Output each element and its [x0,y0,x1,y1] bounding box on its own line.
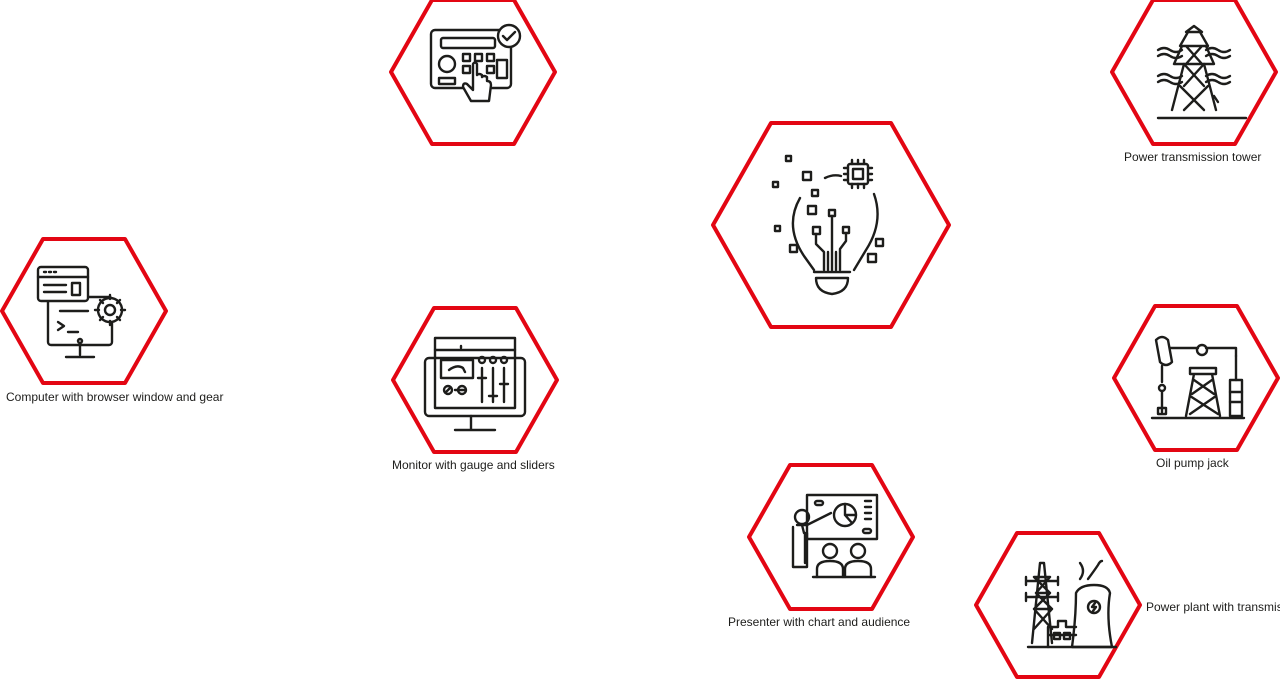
oil-pump-jack-icon [1112,304,1280,452]
hexagon-label-tower: Power transmission tower [1124,150,1262,164]
hexagon-bulb [710,120,952,330]
hexagon-keypad [389,0,557,146]
hexagon-label-computer: Computer with browser window and gear [6,390,224,404]
lightbulb-circuit-chip-icon [711,121,951,329]
hexagon-label-oil-pump: Oil pump jack [1156,456,1229,470]
hexagon-label-presentation: Presenter with chart and audience [728,615,911,629]
hexagon-label-power-plant: Power plant with transmission tower [1146,600,1280,614]
power-transmission-tower-icon [1110,0,1278,146]
keypad-touch-check-icon [389,0,557,146]
hexagon-presentation [747,463,915,611]
hexagon-power-plant [974,531,1142,679]
presentation-audience-icon [747,463,915,611]
control-panel-monitor-icon [391,306,559,454]
hexagon-tower [1110,0,1278,146]
hexagon-oil-pump [1112,304,1280,452]
hexagon-label-control-panel: Monitor with gauge and sliders [392,458,555,472]
hexagon-control-panel [391,306,559,454]
power-plant-tower-icon [974,531,1142,679]
computer-settings-gear-icon [0,237,168,385]
hexagon-computer [0,237,168,385]
